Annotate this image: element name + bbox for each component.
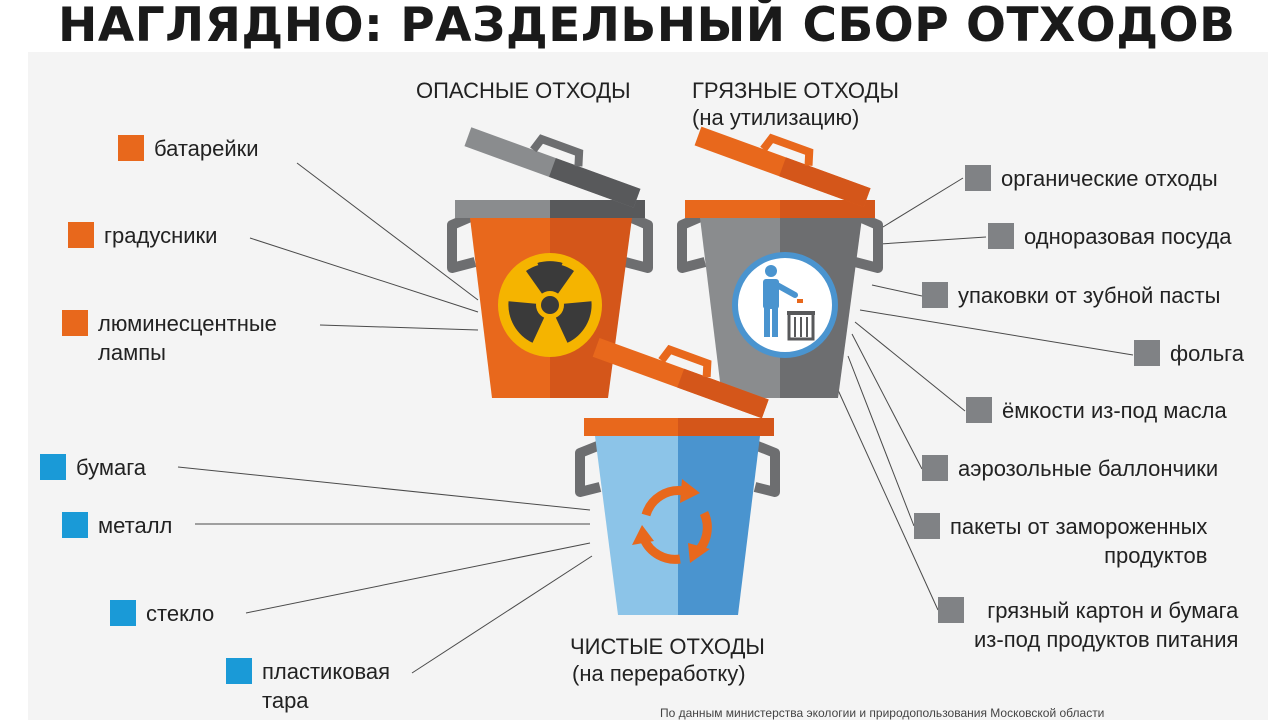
item-label: из-под продуктов питания [974,627,1239,652]
dirty-item-toothpaste: упаковки от зубной пасты [922,281,1220,310]
line-toothpaste [871,284,923,297]
item-label: металл [98,513,173,538]
blue-square-icon [226,658,252,684]
dirty-item-cardboard: грязный картон и бумага из-под продуктов… [938,596,1238,654]
clean-bin [575,337,780,615]
item-label: лампы [98,340,166,365]
line-lamps [319,324,479,331]
item-label: батарейки [154,136,259,161]
blue-square-icon [110,600,136,626]
recycle-icon [632,479,712,564]
gray-square-icon [922,455,948,481]
gray-square-icon [966,397,992,423]
item-label: тара [262,688,309,713]
source-note: По данным министерства экологии и природ… [660,706,1105,720]
orange-square-icon [62,310,88,336]
orange-square-icon [68,222,94,248]
clean-subcaption: (на переработку) [572,661,746,686]
clean-item-metal: металл [62,511,172,540]
orange-square-icon [118,135,144,161]
gray-square-icon [965,165,991,191]
gray-square-icon [1134,340,1160,366]
gray-square-icon [938,597,964,623]
line-paper [177,466,591,511]
line-oil [854,321,966,412]
dirty-caption: ГРЯЗНЫЕ ОТХОДЫ [692,78,899,103]
gray-square-icon [922,282,948,308]
item-label: упаковки от зубной пасты [958,283,1221,308]
line-thermometers [249,237,479,313]
dirty-item-organic: органические отходы [965,164,1218,193]
item-label: люминесцентные [98,311,277,336]
radiation-icon [498,253,602,357]
item-label: стекло [146,601,215,626]
dirty-item-foil: фольга [1134,339,1244,368]
hazardous-bin [447,127,653,398]
dirty-item-frozen-packs: пакеты от замороженных продуктов [914,512,1207,570]
item-label: одноразовая посуда [1024,224,1232,249]
hazardous-item-lamps: люминесцентные лампы [62,309,277,367]
hazardous-item-thermometers: градусники [68,221,217,250]
dirty-subcaption: (на утилизацию) [692,105,860,130]
item-label: органические отходы [1001,166,1218,191]
line-plastic [411,555,593,674]
clean-item-paper: бумага [40,453,146,482]
clean-item-glass: стекло [110,599,214,628]
line-disposable [879,236,987,245]
item-label: аэрозольные баллончики [958,456,1219,481]
line-cardboard [837,389,939,611]
item-label: ёмкости из-под масла [1002,398,1227,423]
item-label: градусники [104,223,218,248]
item-label: пакеты от замороженных [950,514,1208,539]
clean-item-plastic: пластиковая тара [226,657,390,715]
page-title: НАГЛЯДНО: РАЗДЕЛЬНЫЙ СБОР ОТХОДОВ [58,0,1236,53]
line-frozen [847,355,915,527]
item-label: пластиковая [262,659,391,684]
dirty-item-aerosol: аэрозольные баллончики [922,454,1218,483]
dirty-bin [677,126,883,398]
blue-square-icon [40,454,66,480]
item-label: грязный картон и бумага [987,598,1239,623]
connector-lines [177,162,1134,674]
line-foil [859,309,1134,356]
blue-square-icon [62,512,88,538]
hazardous-caption: ОПАСНЫЕ ОТХОДЫ [416,78,631,103]
item-label: бумага [76,455,147,480]
dirty-item-oil-containers: ёмкости из-под масла [966,396,1227,425]
line-batteries [296,162,479,301]
item-label: продуктов [1104,543,1208,568]
clean-caption: ЧИСТЫЕ ОТХОДЫ [570,634,765,659]
trash-person-icon [732,252,838,358]
hazardous-item-batteries: батарейки [118,134,259,163]
dirty-item-disposable: одноразовая посуда [988,222,1231,251]
left-margin [0,0,28,720]
line-aerosol [851,333,923,470]
line-glass [245,542,591,614]
gray-square-icon [988,223,1014,249]
line-organic [877,177,964,231]
item-label: фольга [1170,341,1244,366]
gray-square-icon [914,513,940,539]
